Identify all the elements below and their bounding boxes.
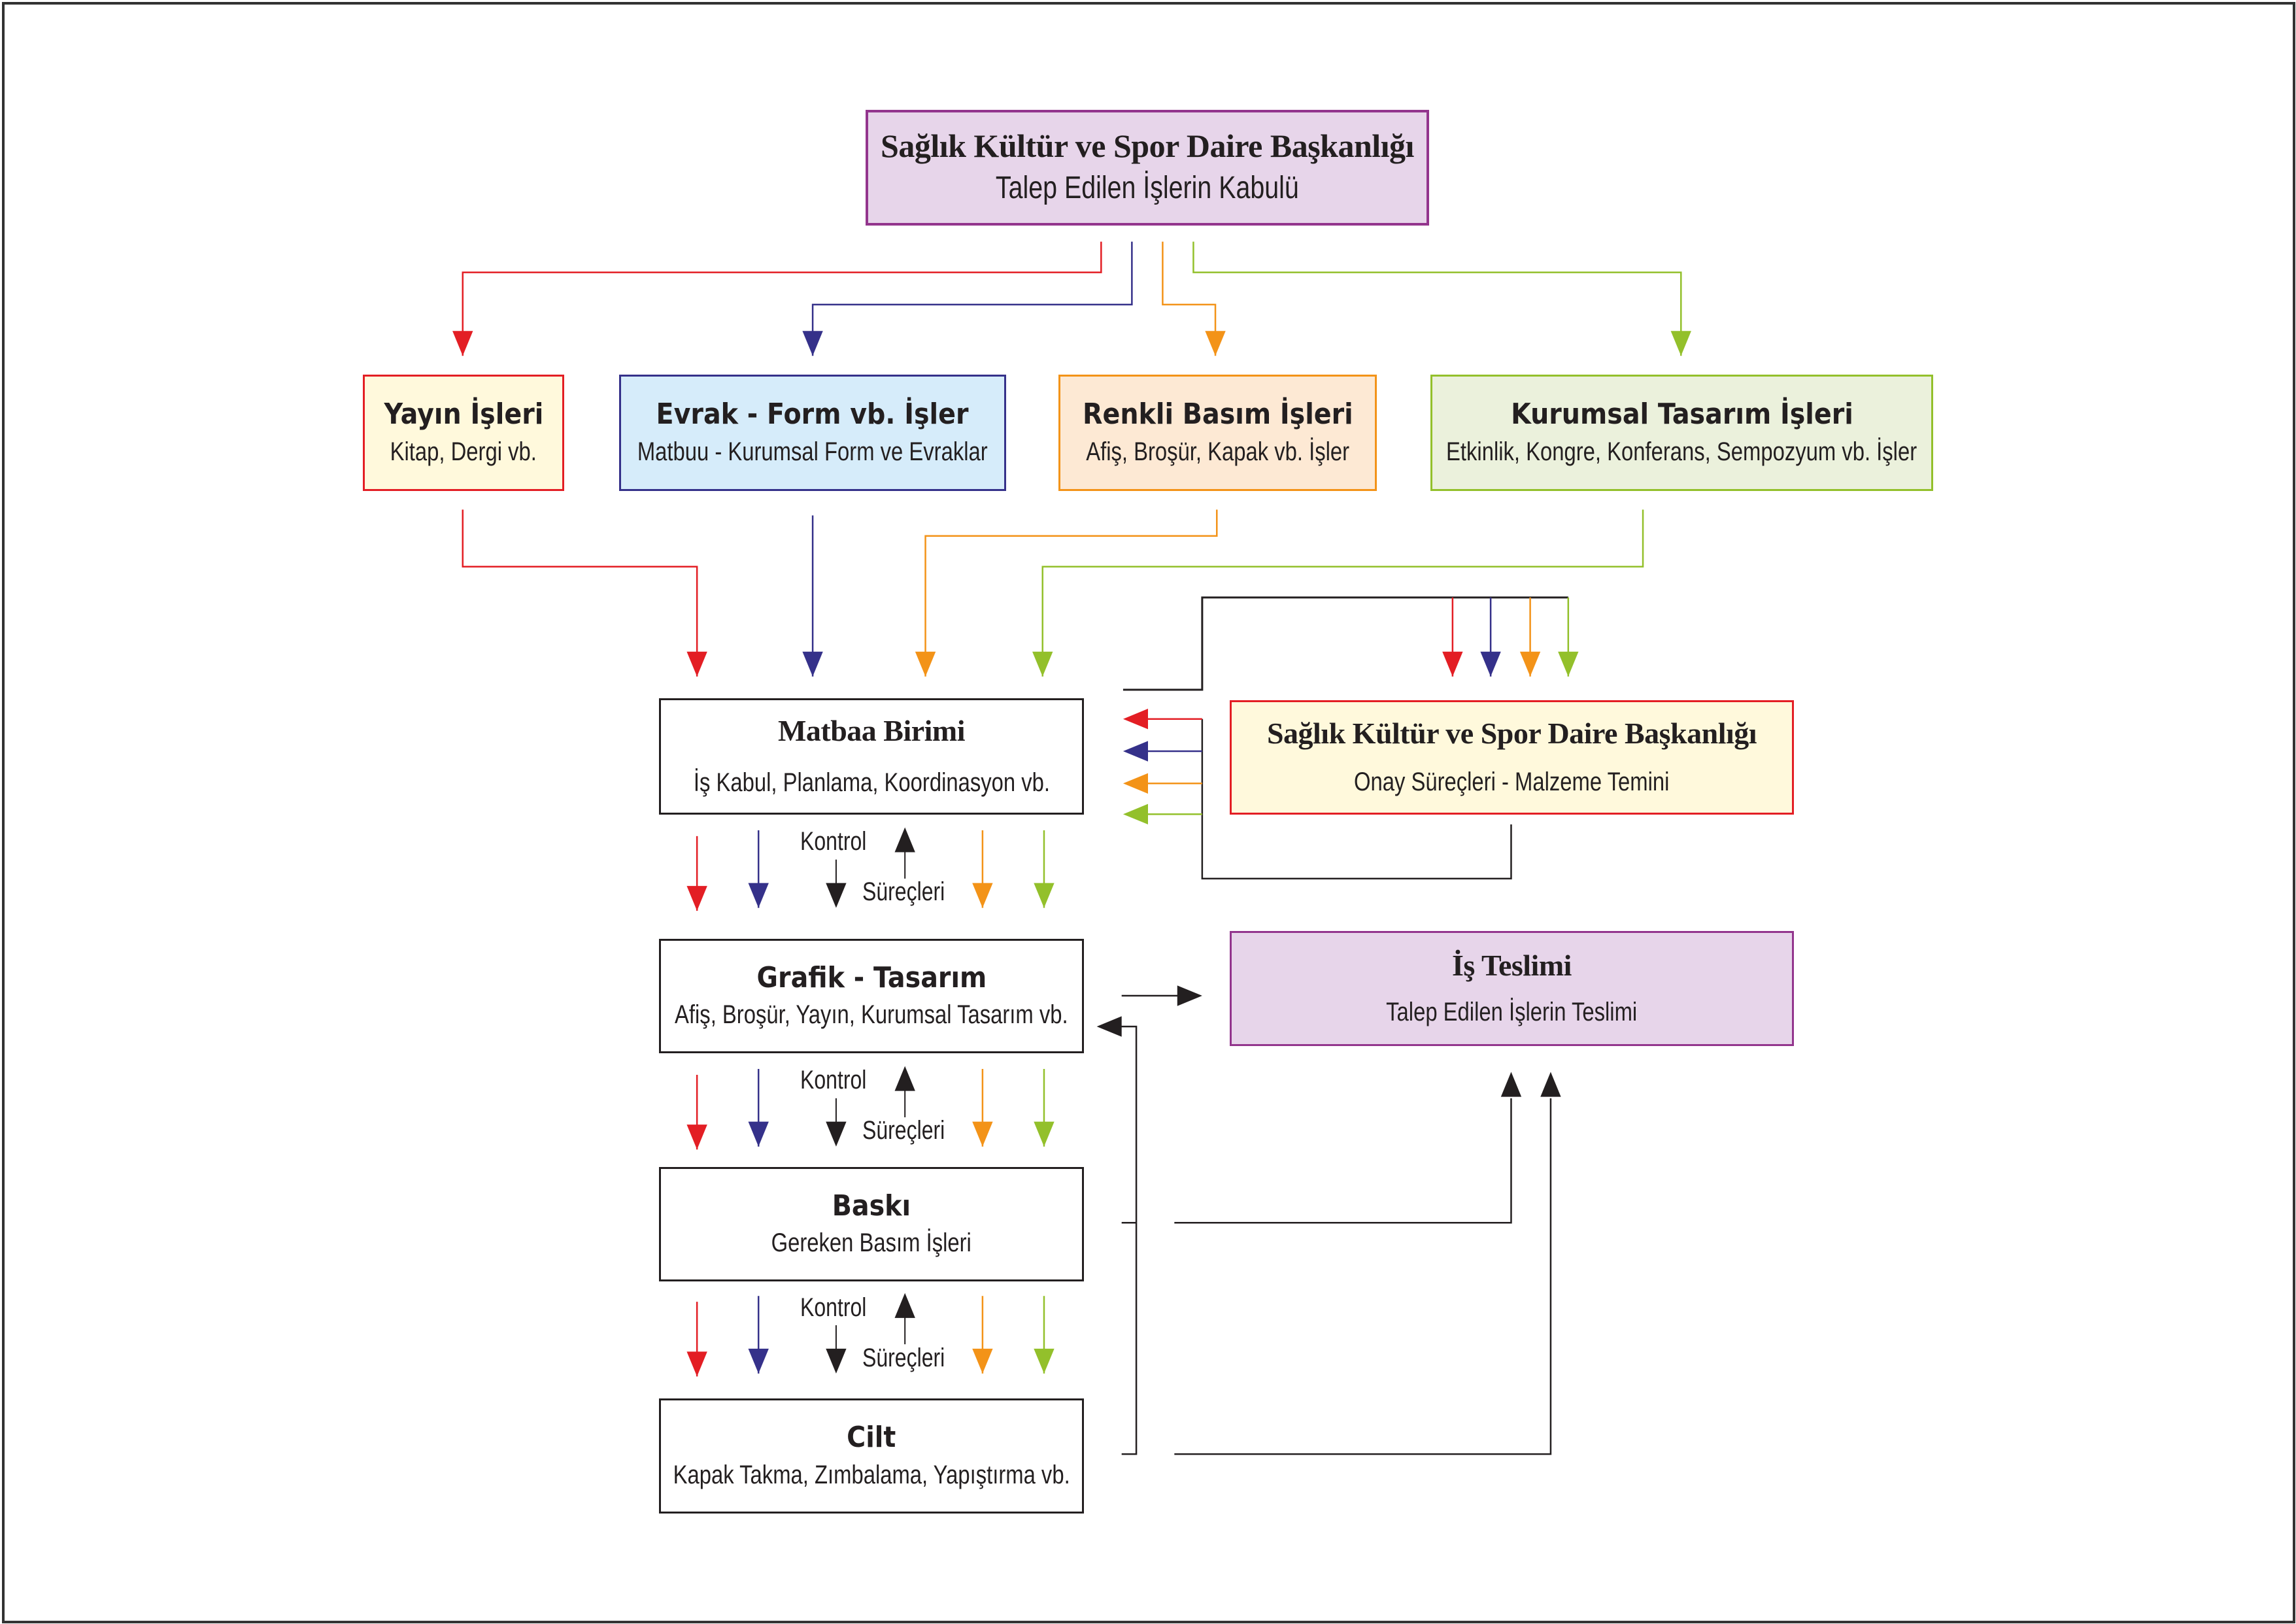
- control-1-red-head-icon: [686, 886, 707, 911]
- category-title: Renkli Basım İşleri: [1082, 398, 1353, 431]
- control-2-down-arrow-icon: [826, 1121, 847, 1147]
- control-3-red-head-icon: [686, 1351, 707, 1377]
- control-3-orange-head-icon: [972, 1348, 993, 1374]
- printing-unit-box: Matbaa Birimi İş Kabul, Planlama, Koordi…: [659, 698, 1084, 815]
- delivery-title: İş Teslimi: [1452, 949, 1572, 983]
- processes-label-2: Süreçleri: [862, 1116, 945, 1145]
- printing-box: Baskı Gereken Basım İşleri: [659, 1167, 1084, 1281]
- printing-unit-subtitle: İş Kabul, Planlama, Koordinasyon vb.: [693, 768, 1050, 797]
- baski-to-delivery-line: [1174, 1098, 1512, 1224]
- arrow-to-corporate-head-icon: [1670, 331, 1691, 356]
- arrow-corporate-to-unit-line: [1041, 509, 1644, 677]
- category-title: Kurumsal Tasarım İşleri: [1510, 398, 1853, 431]
- baski-to-delivery-head-icon: [1500, 1072, 1522, 1097]
- control-1-down-arrow-icon: [826, 883, 847, 908]
- control-3-down-arrow-icon: [826, 1348, 847, 1374]
- loop-to-approval-line: [1123, 596, 1568, 691]
- control-3-up-arrow-icon: [894, 1293, 915, 1318]
- control-label-3: Kontrol: [800, 1293, 867, 1322]
- arrow-to-delivery-head-icon: [1177, 985, 1202, 1006]
- category-color-print-box: Renkli Basım İşleri Afiş, Broşür, Kapak …: [1058, 375, 1377, 491]
- graphic-design-subtitle: Afiş, Broşür, Yayın, Kurumsal Tasarım vb…: [675, 1000, 1068, 1030]
- control-1-up-arrow-icon: [894, 827, 915, 853]
- control-label-2: Kontrol: [800, 1066, 867, 1094]
- processes-label-3: Süreçleri: [862, 1344, 945, 1372]
- processes-label-1: Süreçleri: [862, 877, 945, 906]
- arrow-to-publishing-line: [462, 241, 1102, 356]
- category-subtitle: Afiş, Broşür, Kapak vb. İşler: [1086, 437, 1349, 466]
- arrow-to-forms-line: [811, 241, 1133, 356]
- category-subtitle: Etkinlik, Kongre, Konferans, Sempozyum v…: [1446, 437, 1917, 466]
- arrow-color-print-to-unit-head-icon: [915, 651, 936, 677]
- binding-to-delivery-head-icon: [1540, 1072, 1561, 1097]
- arrow-to-approval-navy-head-icon: [1480, 651, 1501, 677]
- arrow-to-color-print-line: [1162, 241, 1217, 356]
- top-subtitle: Talep Edilen İşlerin Kabulü: [996, 171, 1299, 206]
- control-2-orange-head-icon: [972, 1121, 993, 1147]
- arrow-publishing-to-unit-head-icon: [686, 651, 707, 677]
- binding-title: Cilt: [847, 1421, 896, 1455]
- category-forms-box: Evrak - Form vb. İşler Matbuu - Kurumsal…: [619, 375, 1006, 491]
- approval-title: Sağlık Kültür ve Spor Daire Başkanlığı: [1266, 716, 1757, 750]
- graphic-design-title: Grafik - Tasarım: [756, 960, 987, 994]
- arrow-to-approval-red-head-icon: [1442, 651, 1463, 677]
- control-2-green-head-icon: [1034, 1121, 1055, 1147]
- printing-subtitle: Gereken Basım İşleri: [771, 1228, 972, 1258]
- binding-box: Cilt Kapak Takma, Zımbalama, Yapıştırma …: [659, 1398, 1084, 1514]
- arrow-to-corporate-line: [1192, 241, 1682, 356]
- control-3-green-head-icon: [1034, 1348, 1055, 1374]
- control-1-orange-head-icon: [972, 883, 993, 908]
- binding-to-delivery-line: [1174, 1098, 1552, 1455]
- category-corporate-design-box: Kurumsal Tasarım İşleri Etkinlik, Kongre…: [1430, 375, 1933, 491]
- control-1-green-head-icon: [1034, 883, 1055, 908]
- arrow-corporate-to-unit-head-icon: [1032, 651, 1053, 677]
- request-acceptance-box: Sağlık Kültür ve Spor Daire Başkanlığı T…: [866, 110, 1429, 226]
- top-title: Sağlık Kültür ve Spor Daire Başkanlığı: [881, 127, 1414, 164]
- category-publishing-box: Yayın İşleri Kitap, Dergi vb.: [363, 375, 564, 491]
- return-to-graphic-head-icon: [1096, 1016, 1122, 1037]
- return-to-graphic-line: [1119, 1025, 1138, 1455]
- category-subtitle: Matbuu - Kurumsal Form ve Evraklar: [637, 437, 988, 466]
- binding-subtitle: Kapak Takma, Zımbalama, Yapıştırma vb.: [673, 1460, 1070, 1489]
- arrow-back-navy-head-icon: [1123, 741, 1148, 762]
- delivery-subtitle: Talep Edilen İşlerin Teslimi: [1386, 997, 1638, 1026]
- control-2-navy-head-icon: [748, 1121, 769, 1147]
- arrow-to-color-print-head-icon: [1205, 331, 1226, 356]
- arrow-color-print-to-unit-line: [924, 509, 1218, 677]
- category-title: Evrak - Form vb. İşler: [656, 398, 969, 431]
- loop-from-approval-line: [1201, 719, 1512, 880]
- approval-box: Sağlık Kültür ve Spor Daire Başkanlığı O…: [1230, 700, 1794, 815]
- arrow-to-approval-orange-head-icon: [1519, 651, 1541, 677]
- arrow-back-red-head-icon: [1123, 709, 1148, 730]
- approval-subtitle: Onay Süreçleri - Malzeme Temini: [1354, 768, 1670, 797]
- delivery-box: İş Teslimi Talep Edilen İşlerin Teslimi: [1230, 931, 1794, 1046]
- control-3-navy-head-icon: [748, 1348, 769, 1374]
- arrow-to-publishing-head-icon: [452, 331, 473, 356]
- printing-unit-title: Matbaa Birimi: [777, 714, 966, 748]
- arrow-back-green-head-icon: [1123, 804, 1148, 825]
- category-title: Yayın İşleri: [384, 398, 543, 431]
- arrow-publishing-to-unit-line: [462, 509, 698, 677]
- control-1-navy-head-icon: [748, 883, 769, 908]
- printing-title: Baskı: [832, 1189, 911, 1223]
- control-label-1: Kontrol: [800, 827, 867, 856]
- control-2-up-arrow-icon: [894, 1066, 915, 1091]
- control-2-red-head-icon: [686, 1125, 707, 1150]
- arrow-to-approval-green-head-icon: [1558, 651, 1579, 677]
- graphic-design-box: Grafik - Tasarım Afiş, Broşür, Yayın, Ku…: [659, 939, 1084, 1053]
- arrow-to-forms-head-icon: [802, 331, 823, 356]
- arrow-back-orange-head-icon: [1123, 773, 1148, 794]
- arrow-forms-to-unit-head-icon: [802, 651, 823, 677]
- category-subtitle: Kitap, Dergi vb.: [390, 437, 537, 466]
